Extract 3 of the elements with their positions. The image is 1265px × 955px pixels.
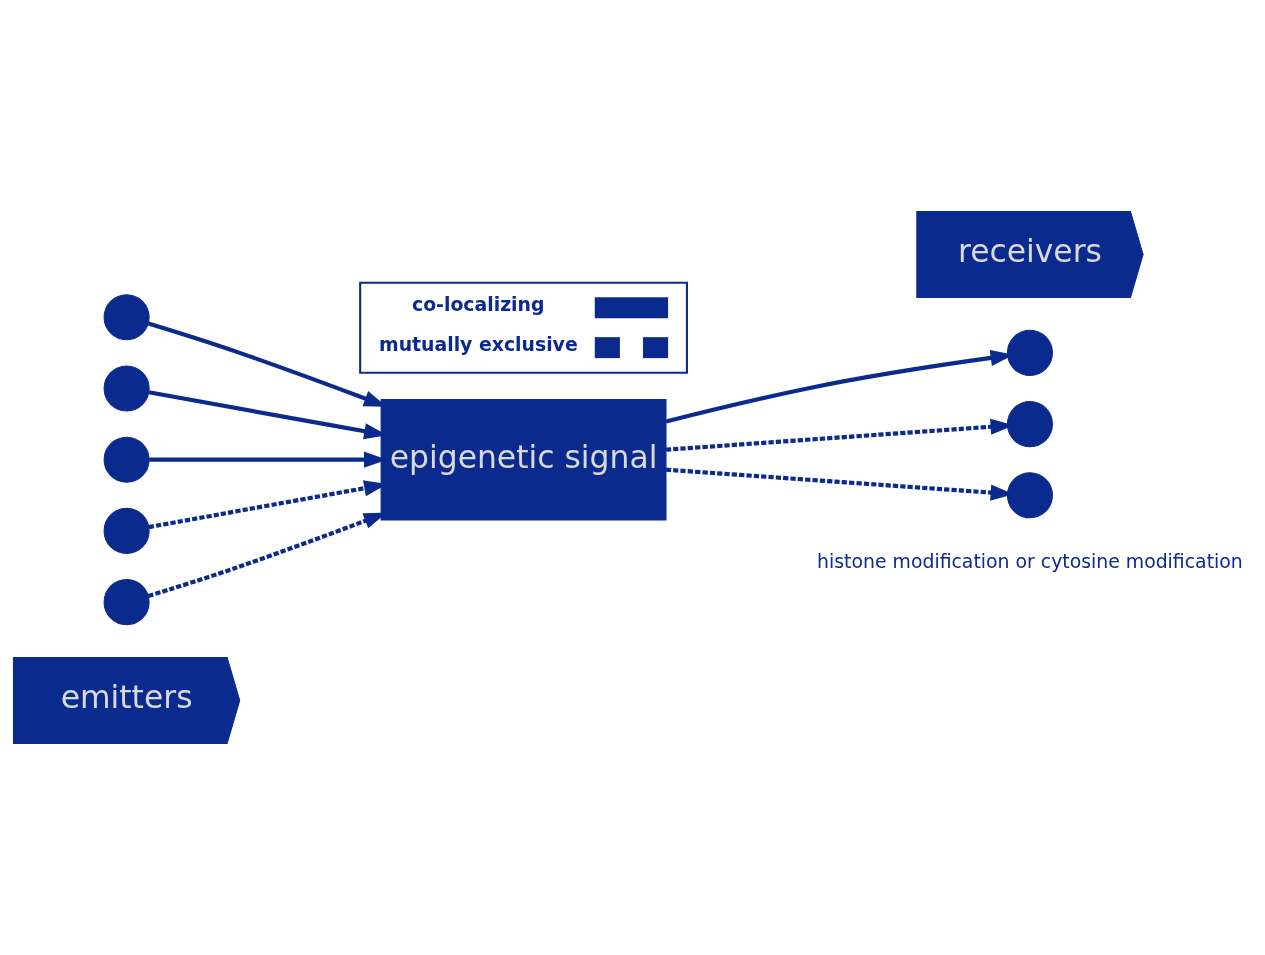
label: histone modification or cytosine modification [816, 550, 1243, 572]
legend-label: co-localizing [411, 294, 544, 316]
legend-label: mutually exclusive [378, 334, 578, 356]
